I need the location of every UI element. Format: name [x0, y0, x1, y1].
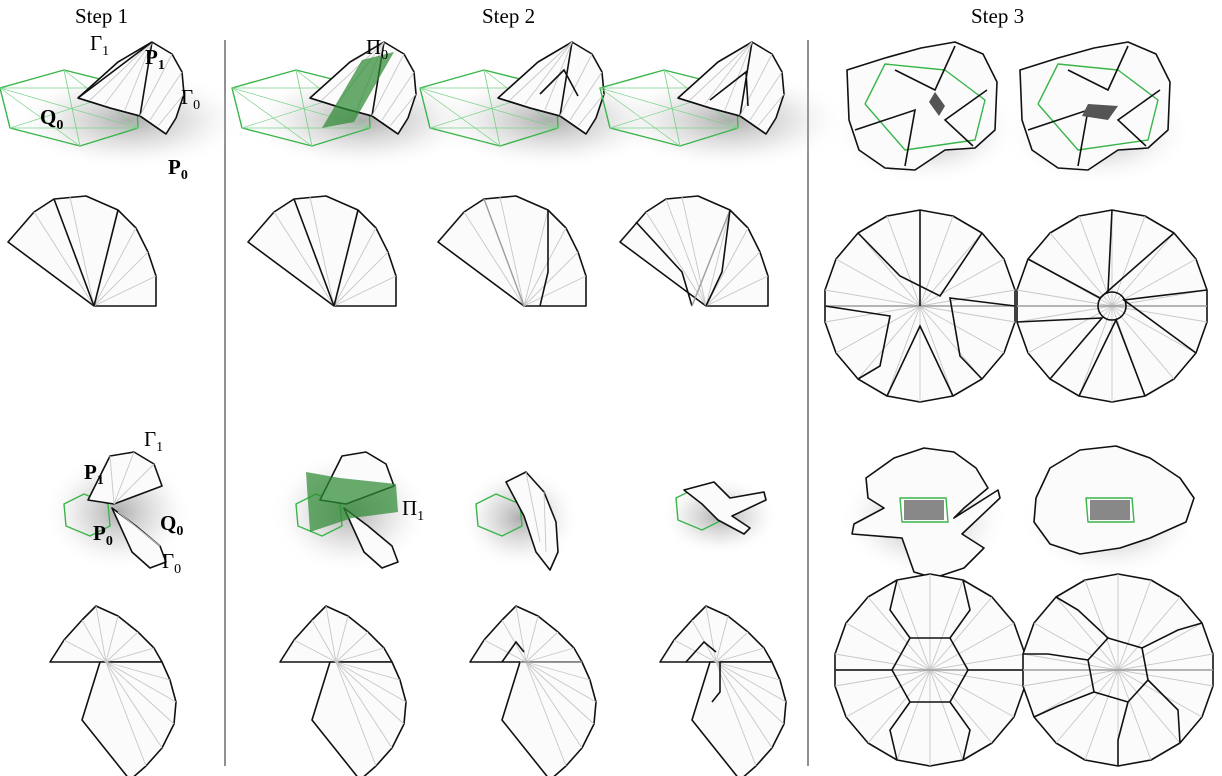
step1-pattern-bottom [50, 606, 176, 776]
label-gamma0-step1-bottom: Γ0 [162, 549, 181, 577]
step2-model-top-c [600, 42, 850, 170]
step3-model-bottom-a [839, 448, 1009, 578]
step2-pattern-bottom-a [280, 606, 406, 776]
step3-pattern-top-a [825, 210, 1015, 402]
label-pi0: Π0 [366, 35, 388, 63]
step3-model-bottom-b [1020, 446, 1200, 578]
step2-model-bottom-b [460, 466, 580, 570]
step2-pattern-top-a [248, 196, 396, 306]
step3-model-top-b [1003, 42, 1193, 185]
step3-pattern-top-b [1017, 210, 1207, 402]
step2-pattern-bottom-c [660, 606, 786, 776]
label-gamma1-step1-bottom: Γ1 [144, 427, 163, 455]
step3-model-top-a [830, 42, 1020, 185]
step3-pattern-bottom-b [1023, 574, 1213, 766]
step2-model-bottom-c [660, 476, 780, 556]
step2-pattern-bottom-b [470, 606, 596, 776]
step1-pattern-top [8, 196, 156, 306]
step1-model-top [0, 42, 250, 170]
label-gamma1-step1: Γ1 [90, 31, 109, 59]
step3-pattern-bottom-a [835, 574, 1025, 766]
step2-pattern-top-c [620, 196, 768, 306]
step2-pattern-top-b [438, 196, 586, 306]
